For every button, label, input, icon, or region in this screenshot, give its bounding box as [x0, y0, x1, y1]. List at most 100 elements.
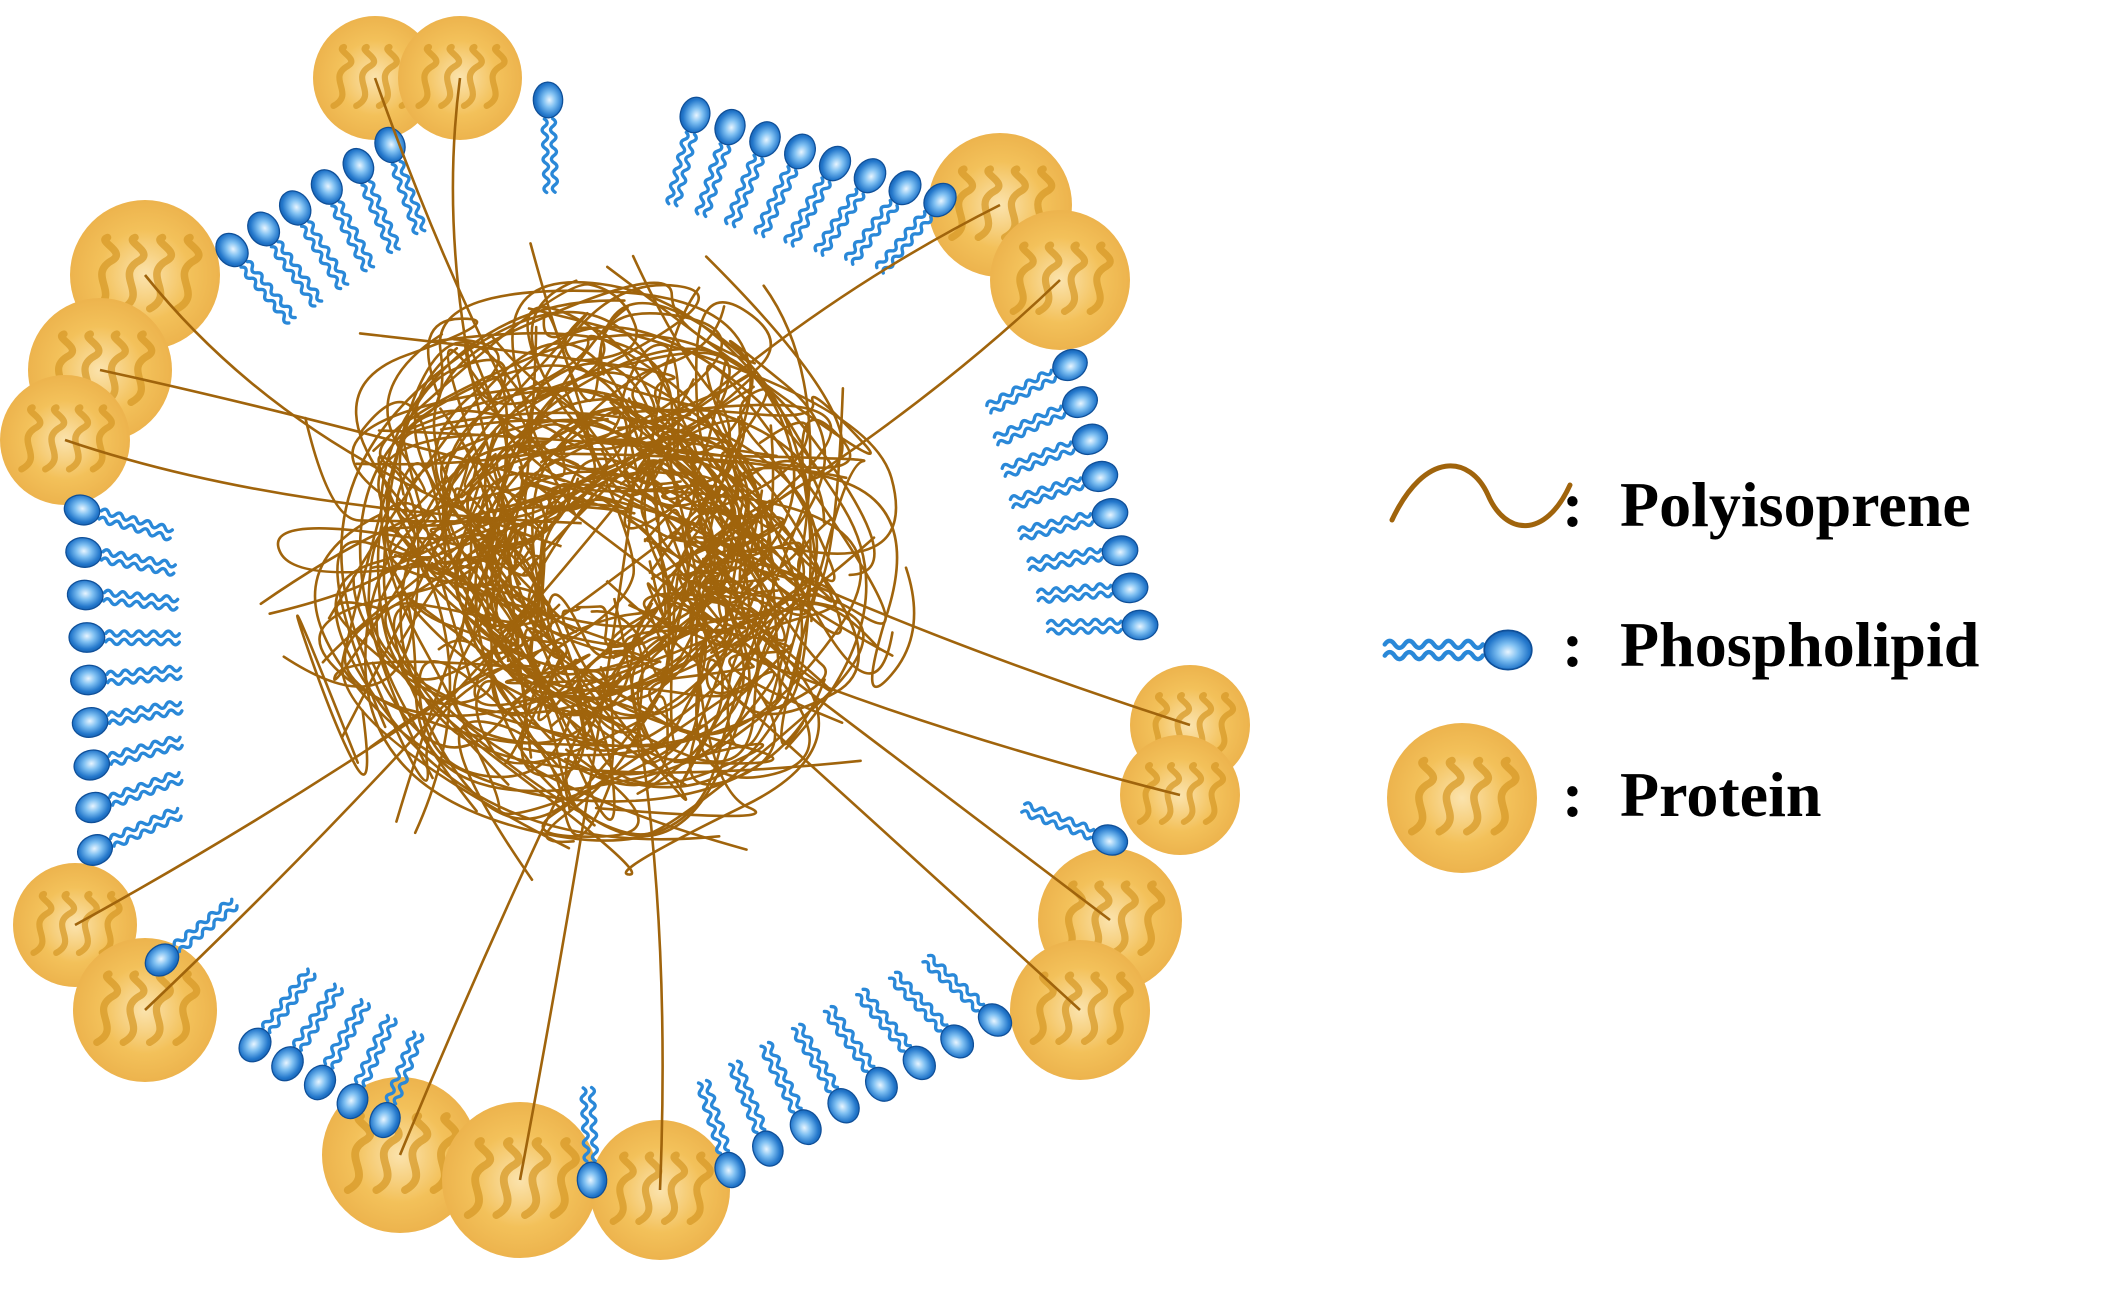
phospholipid: [68, 622, 181, 653]
polyisoprene-chain: [485, 408, 662, 565]
polyisoprene-chain: [475, 424, 775, 765]
phospholipid: [71, 700, 184, 738]
phospholipid: [576, 1085, 608, 1199]
legend-label-polyisoprene: Polyisoprene: [1620, 469, 1971, 540]
polyisoprene-chain: [705, 464, 860, 749]
legend-label-protein: Protein: [1620, 759, 1822, 830]
phospholipid: [1008, 460, 1119, 510]
phospholipid: [215, 232, 297, 325]
phospholipid: [238, 967, 317, 1063]
polyisoprene-chain: [459, 565, 569, 704]
polyisoprene-chain: [476, 440, 548, 549]
phospholipid: [813, 158, 887, 257]
polyisoprene-chain: [609, 439, 747, 630]
polyisoprene-chain: [379, 299, 794, 816]
polyisoprene-chain-icon: [1389, 463, 1573, 529]
phospholipid: [278, 190, 350, 291]
polyisoprene-chain: [599, 447, 754, 701]
polyisoprene-chain: [398, 280, 816, 496]
polyisoprene-chain: [612, 597, 664, 1191]
polyisoprene-chain: [429, 472, 566, 546]
polyisoprene-chain: [451, 77, 510, 517]
phospholipid: [1020, 801, 1129, 856]
phospholipid: [73, 735, 184, 781]
polyisoprene-chain: [376, 501, 540, 681]
polyisoprene-chain: [555, 452, 916, 688]
polyisoprene-chain: [524, 476, 1111, 922]
polyisoprene-chain: [453, 487, 694, 734]
phospholipid: [374, 126, 427, 236]
polyisoprene-chain: [521, 203, 1001, 576]
polyisoprene-chain: [463, 398, 775, 552]
phospholipid: [887, 970, 975, 1059]
phospholipid: [843, 170, 922, 266]
polyisoprene-chain: [352, 575, 821, 876]
polyisoprene-chain: [363, 494, 805, 842]
phospholipid: [665, 96, 711, 208]
legend: [1382, 463, 1573, 873]
phospholipid: [336, 1013, 398, 1120]
phospholipid: [303, 997, 371, 1101]
polyisoprene-chain: [614, 487, 1191, 727]
phospholipid: [790, 1022, 860, 1124]
polyisoprene-chain: [74, 521, 689, 927]
phospholipid: [783, 145, 852, 248]
polyisoprene-chain: [465, 522, 655, 715]
phospholipid: [1000, 423, 1109, 478]
phospholipid: [369, 1030, 425, 1139]
polyisoprene-chain: [503, 535, 591, 679]
legend-separator-phospholipid: :: [1562, 609, 1584, 680]
phospholipid: [921, 953, 1013, 1037]
phospholipid: [1045, 609, 1159, 641]
polyisoprene-chain: [624, 580, 729, 672]
polyisoprene-chain: [609, 339, 827, 545]
phospholipid: [723, 121, 781, 229]
polyisoprene-chain: [495, 459, 716, 676]
polyisoprene-chain: [296, 614, 369, 776]
polyisoprene-chain: [373, 77, 577, 515]
phospholipid: [532, 81, 564, 195]
phospholipid: [1026, 535, 1139, 573]
phospholipid: [65, 537, 177, 577]
phospholipid: [753, 133, 816, 239]
polyisoprene-chain: [384, 561, 525, 786]
polyisoprene-chain: [650, 279, 1061, 581]
polyisoprene-chain: [605, 579, 1081, 1011]
polyisoprene-chain: [522, 446, 692, 527]
polyisoprene-chain: [395, 305, 726, 823]
polyisoprene-chain: [333, 453, 598, 685]
polyisoprene-chain: [432, 281, 756, 618]
polyisoprene-chain: [627, 603, 1181, 797]
phospholipid: [247, 211, 324, 308]
polyisoprene-chain: [377, 333, 452, 835]
phospholipid: [271, 982, 344, 1082]
phospholipid: [310, 169, 376, 273]
phospholipid: [75, 770, 184, 824]
polyisoprene-chain: [464, 306, 606, 457]
phospholipid: [77, 806, 183, 866]
protein-icon: [1387, 723, 1537, 873]
polyisoprene-chain: [705, 364, 887, 676]
polyisoprene-chain: [418, 660, 575, 779]
polyisoprene-chain: [527, 307, 898, 818]
polyisoprene-chain: [392, 255, 844, 821]
particle-shell: [0, 16, 1250, 1260]
polyisoprene-chain: [651, 301, 772, 468]
phospholipid: [822, 1004, 898, 1102]
polyisoprene-chain: [688, 489, 777, 786]
phospholipid: [728, 1059, 784, 1167]
phospholipid: [66, 579, 180, 612]
polyisoprene-chain: [304, 416, 558, 523]
phospholipid: [70, 664, 183, 696]
phospholipid-icon: [1382, 629, 1533, 671]
phospholipid: [342, 147, 401, 255]
legend-separator-protein: :: [1562, 759, 1584, 830]
polyisoprene-chain: [520, 458, 585, 778]
polyisoprene-chain: [143, 274, 562, 548]
polyisoprene-chain: [399, 444, 862, 774]
polyisoprene-chain: [488, 387, 845, 838]
polyisoprene-chain: [99, 368, 701, 527]
phospholipid: [694, 108, 746, 219]
polyisoprene-chain: [597, 566, 775, 765]
